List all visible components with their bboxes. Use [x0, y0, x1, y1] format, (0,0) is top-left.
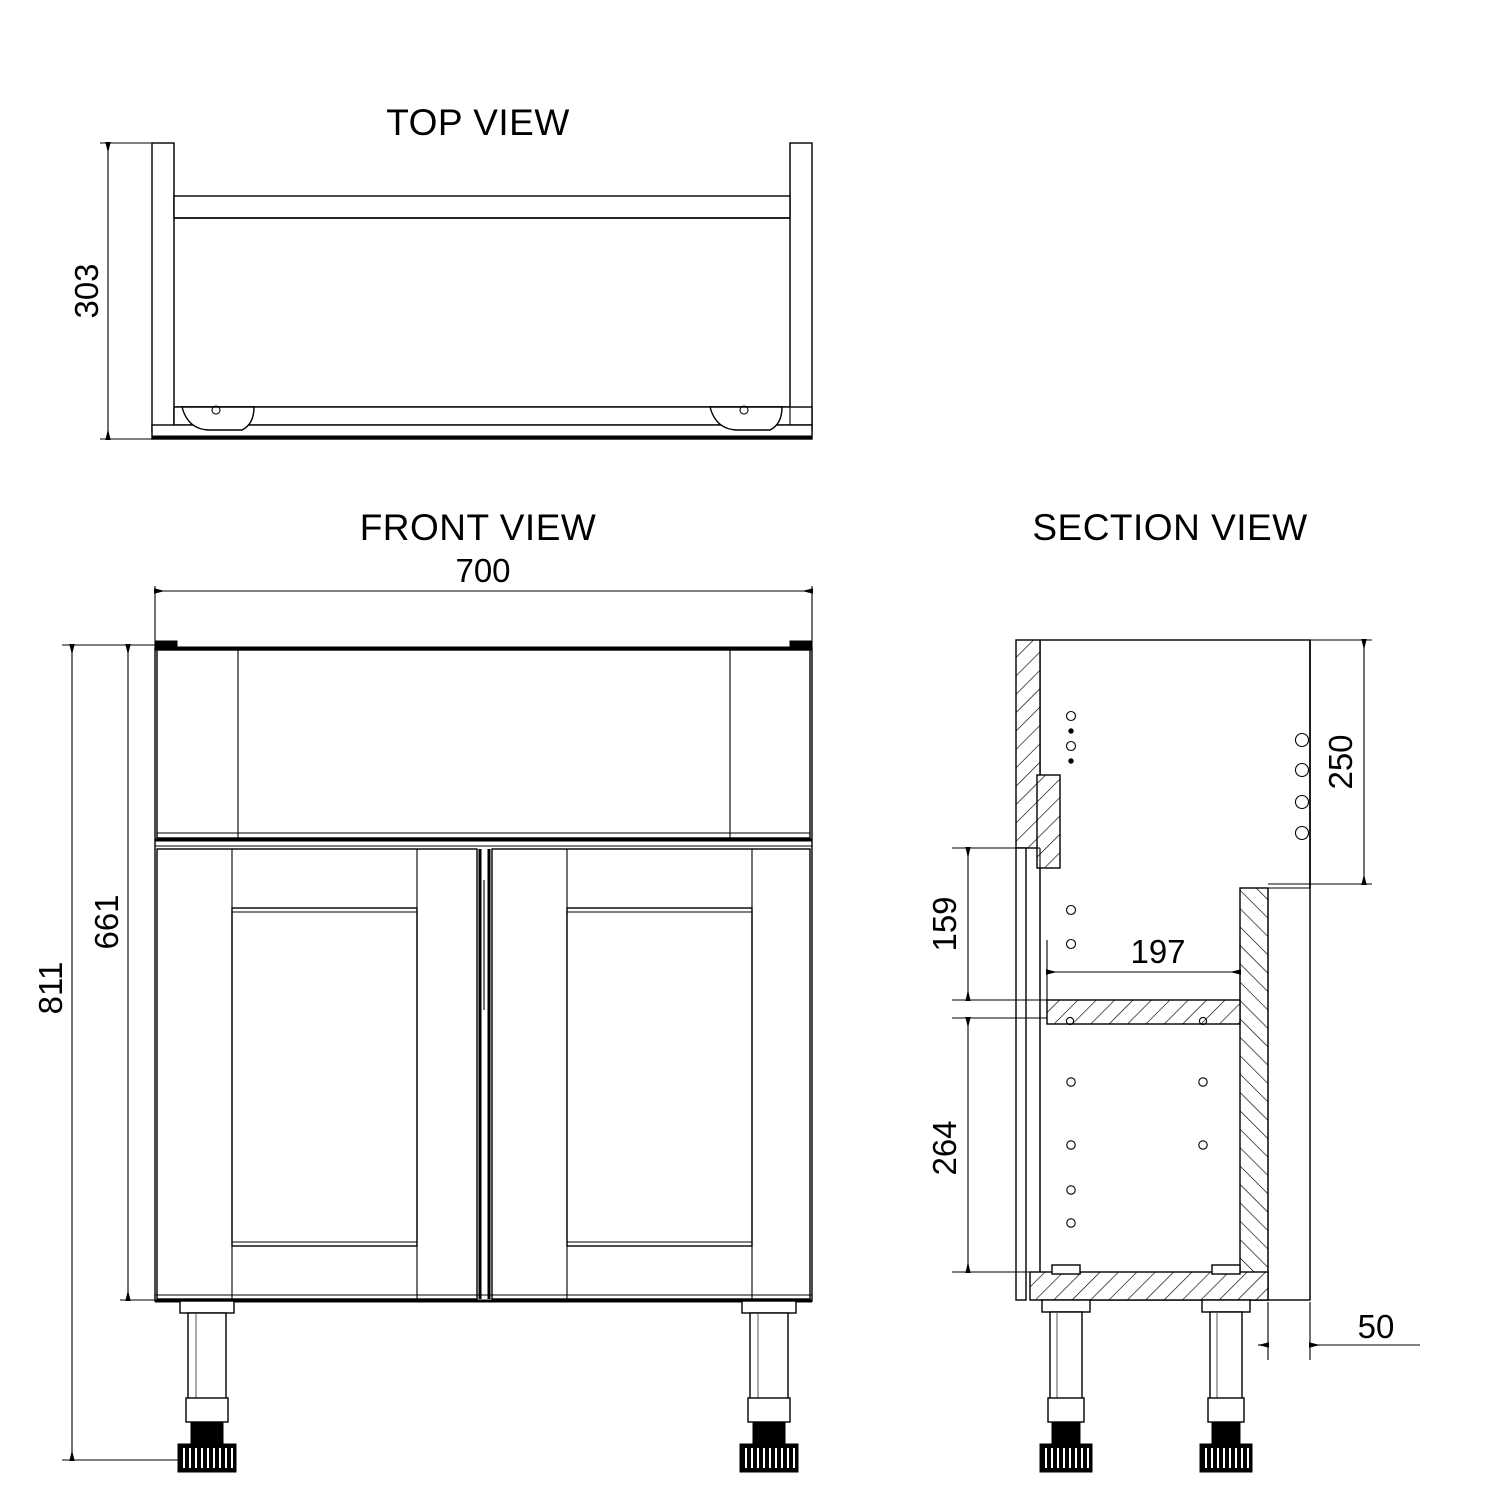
dim-159-group	[952, 848, 1047, 1000]
front-view-leg-right	[740, 1301, 798, 1472]
front-view-top-right-cap	[790, 641, 812, 650]
front-view-title: FRONT VIEW	[360, 507, 597, 548]
section-view-group: SECTION VIEW	[926, 507, 1420, 1472]
dim-661-label: 661	[88, 894, 125, 949]
dim-264-label: 264	[926, 1120, 963, 1175]
front-view-left-door-panel	[232, 908, 417, 1246]
section-leg-right-base	[1200, 1444, 1252, 1472]
section-view-title: SECTION VIEW	[1032, 507, 1307, 548]
section-leg-right-post	[1210, 1312, 1242, 1412]
dim-264-group	[952, 1018, 1047, 1272]
leg-right-mount-plate	[742, 1301, 796, 1313]
front-view-drawer	[155, 650, 812, 846]
dim-50-group	[1258, 1302, 1420, 1360]
section-view-right-side-panel	[1240, 888, 1268, 1300]
front-view-right-door-panel	[567, 908, 752, 1246]
dim-250-label: 250	[1322, 734, 1359, 789]
top-view-left-side-panel	[152, 143, 174, 431]
top-view-group: 303 TOP VIEW	[68, 102, 812, 439]
section-leg-left-post	[1050, 1312, 1082, 1412]
dim-700-group	[155, 586, 812, 648]
front-view-group: FRONT VIEW 700	[32, 507, 812, 1472]
front-view-leg-left	[178, 1301, 236, 1472]
section-view-door-panel	[1016, 848, 1026, 1300]
top-view-title: TOP VIEW	[386, 102, 570, 143]
section-leg-right-collar	[1208, 1398, 1244, 1422]
dim-50-label: 50	[1358, 1308, 1395, 1345]
section-leg-right-plate	[1202, 1300, 1250, 1312]
dim-661-group	[120, 645, 160, 1300]
section-view-dowel-left	[1052, 1265, 1080, 1274]
section-view-leg-left	[1040, 1300, 1092, 1472]
dim-811-label: 811	[32, 962, 69, 1015]
front-view-drawer-face	[157, 650, 810, 838]
dim-159-label: 159	[926, 896, 963, 951]
dim-197-label: 197	[1130, 933, 1185, 970]
leg-left-collar	[186, 1398, 228, 1422]
leg-left-mount-plate	[180, 1301, 234, 1313]
section-leg-left-base	[1040, 1444, 1092, 1472]
section-view-bottom-panel	[1030, 1272, 1268, 1300]
section-view-dowel-right	[1212, 1265, 1240, 1274]
top-view-right-side-panel	[790, 143, 812, 431]
section-leg-left-collar	[1048, 1398, 1084, 1422]
leg-right-collar	[748, 1398, 790, 1422]
top-view-back-rail	[174, 196, 790, 218]
front-view-left-door	[157, 849, 477, 1299]
section-view-interior	[1040, 640, 1310, 1300]
front-view-right-door	[492, 849, 810, 1299]
section-leg-left-plate	[1042, 1300, 1090, 1312]
section-view-leg-right	[1200, 1300, 1252, 1472]
section-view-shelf	[1047, 1000, 1240, 1024]
dim-303-group	[100, 143, 160, 439]
dim-700-label: 700	[455, 552, 510, 589]
dim-303-label: 303	[68, 263, 105, 318]
